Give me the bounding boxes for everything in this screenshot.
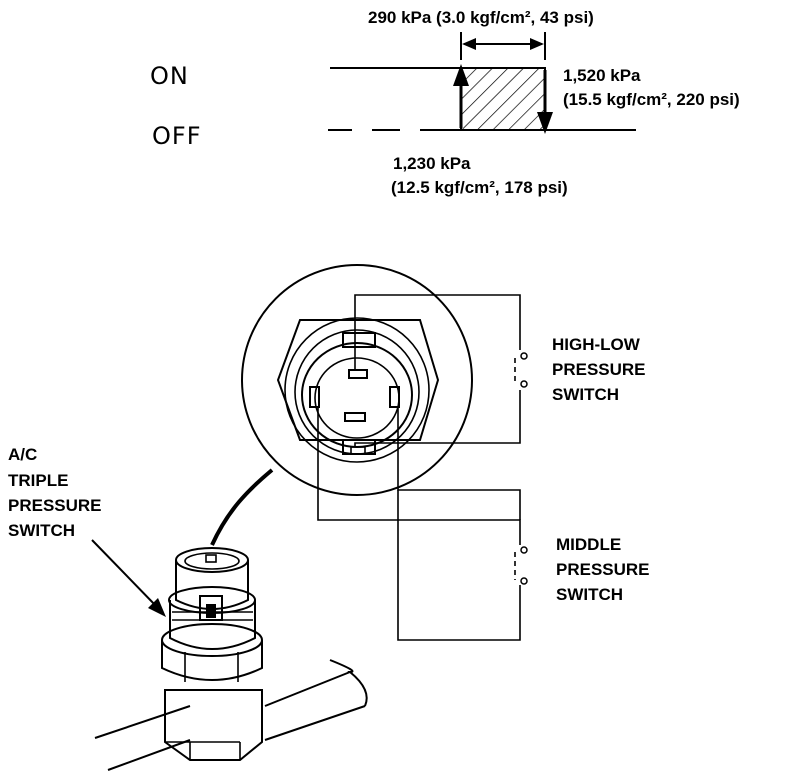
off-pressure-label: 1,230 kPa — [393, 154, 471, 173]
hysteresis-box — [460, 67, 546, 131]
svg-text:SWITCH: SWITCH — [552, 385, 619, 404]
wire-middle-left — [317, 407, 521, 545]
off-state-label: OFF — [152, 122, 202, 150]
pipe-bottom-edge — [107, 705, 366, 771]
svg-text:SWITCH: SWITCH — [556, 585, 623, 604]
high-low-switch-label: HIGH-LOW PRESSURE SWITCH — [552, 335, 646, 404]
connector-rim-inner — [294, 329, 420, 455]
terminal-left — [309, 386, 320, 408]
svg-text:SWITCH: SWITCH — [8, 521, 75, 540]
svg-text:PRESSURE: PRESSURE — [556, 560, 650, 579]
svg-text:MIDDLE: MIDDLE — [556, 535, 621, 554]
pipe-junction-block — [164, 689, 263, 761]
hysteresis-chart: 290 kPa (3.0 kgf/cm², 43 psi) ON OFF 1,5… — [150, 8, 740, 197]
wiring — [317, 294, 528, 641]
on-state-label: ON — [150, 62, 189, 90]
wire-high-low-bottom — [354, 390, 521, 447]
arrow-up-icon — [453, 64, 469, 86]
switch-cylinder — [169, 600, 256, 650]
switch-hex-body — [161, 640, 263, 681]
triple-switch-label: A/C TRIPLE PRESSURE SWITCH — [8, 445, 102, 540]
wire-high-low-top — [354, 294, 521, 370]
terminal-top — [348, 369, 368, 379]
label-pointer — [91, 539, 159, 609]
on-pressure-label-detail: (15.5 kgf/cm², 220 psi) — [563, 90, 740, 109]
triple-pressure-switch — [94, 547, 368, 771]
arrow-down-icon — [537, 112, 553, 134]
wire-middle-bottom — [397, 490, 521, 641]
pointer-arrowhead — [148, 598, 166, 617]
on-pressure-label: 1,520 kPa — [563, 66, 641, 85]
detail-leader — [210, 468, 274, 546]
arrowhead-left — [462, 38, 476, 50]
connector-detail — [241, 264, 473, 496]
top-tab — [342, 332, 376, 348]
wire-middle-right — [397, 407, 521, 520]
terminal-right — [389, 386, 400, 408]
svg-text:TRIPLE: TRIPLE — [8, 471, 68, 490]
switch-lock-tab — [199, 595, 223, 621]
switch-connector — [175, 560, 249, 610]
off-pressure-label-detail: (12.5 kgf/cm², 178 psi) — [391, 178, 568, 197]
differential-label: 290 kPa (3.0 kgf/cm², 43 psi) — [368, 8, 594, 27]
svg-text:PRESSURE: PRESSURE — [552, 360, 646, 379]
middle-switch-label: MIDDLE PRESSURE SWITCH — [556, 535, 650, 604]
svg-text:PRESSURE: PRESSURE — [8, 496, 102, 515]
detail-circle — [241, 264, 473, 496]
svg-text:HIGH-LOW: HIGH-LOW — [552, 335, 641, 354]
pipe-top-edge — [94, 671, 351, 739]
hex-nut — [276, 319, 440, 441]
arrowhead-right — [530, 38, 544, 50]
terminal-center — [344, 412, 366, 422]
terminal-bottom — [350, 446, 366, 455]
svg-text:A/C: A/C — [8, 445, 37, 464]
connector-rim — [284, 317, 430, 463]
